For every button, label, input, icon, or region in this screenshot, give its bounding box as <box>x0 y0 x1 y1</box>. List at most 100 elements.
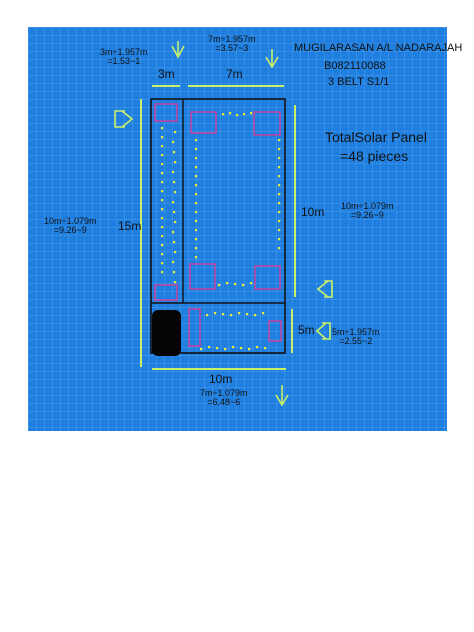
dim-lower-right-height: 5m <box>298 323 315 337</box>
panel-dot <box>195 247 198 250</box>
panel-dot <box>195 175 198 178</box>
panel-dot <box>226 282 229 285</box>
panel-dot <box>172 141 175 144</box>
panel-dot <box>195 139 198 142</box>
panel-dot <box>234 283 237 286</box>
panel-dot <box>161 127 164 130</box>
panel-dot <box>278 229 281 232</box>
header-section: 3 BELT S1/1 <box>328 76 390 88</box>
panel-dot <box>250 282 253 285</box>
shaded-block <box>152 310 181 356</box>
calc-bottom-line1: 7m÷1.079m <box>200 388 248 398</box>
calc-5m-line1: 5m÷1.957m <box>332 327 380 337</box>
panel-dot <box>224 348 227 351</box>
panel-dot <box>161 145 164 148</box>
panel-dot <box>173 181 176 184</box>
panel-dot <box>195 238 198 241</box>
column-box-7 <box>188 308 201 347</box>
calc-5m-line2: =2.55~2 <box>339 336 373 347</box>
panel-dot <box>278 220 281 223</box>
panel-dot <box>278 148 281 151</box>
panel-dot <box>195 166 198 169</box>
dim-top-right-width: 7m <box>226 67 243 81</box>
column-box-8 <box>268 320 282 342</box>
panel-dot <box>174 191 177 194</box>
panel-dot <box>172 201 175 204</box>
arrow-right-2 <box>315 322 331 340</box>
panel-dot <box>278 202 281 205</box>
panel-dot <box>248 348 251 351</box>
panel-dot <box>278 193 281 196</box>
header-name: MUGILARASAN A/L NADARAJAH <box>294 42 463 54</box>
panel-dot <box>278 157 281 160</box>
calc-left-line2: =9.26~9 <box>53 225 87 236</box>
panel-dot <box>278 211 281 214</box>
panel-dot <box>195 220 198 223</box>
calc-3m-line2: =1.53~1 <box>107 56 141 67</box>
panel-dot <box>254 314 257 317</box>
panel-dot <box>161 208 164 211</box>
panel-dot <box>161 235 164 238</box>
panel-dot <box>161 136 164 139</box>
panel-dot <box>161 199 164 202</box>
panel-dot <box>195 202 198 205</box>
panel-dot <box>161 217 164 220</box>
diagram-canvas: MUGILARASAN A/L NADARAJAH B082110088 3 B… <box>28 27 462 431</box>
panel-dot <box>236 114 239 117</box>
calc-7m-line2: =3.57~3 <box>215 43 249 54</box>
panel-dot <box>246 313 249 316</box>
dim-left-height: 15m <box>118 219 142 233</box>
panel-dot <box>278 247 281 250</box>
panel-dot <box>173 211 176 214</box>
panel-total-title: TotalSolar Panel <box>325 129 427 145</box>
panel-dot <box>243 113 246 116</box>
panel-dot <box>262 312 265 315</box>
panel-dot <box>174 131 177 134</box>
panel-dot <box>240 347 243 350</box>
panel-dot <box>174 251 177 254</box>
panel-dot <box>161 172 164 175</box>
panel-dot <box>230 314 233 317</box>
panel-dot <box>222 313 225 316</box>
arrow-right-1 <box>316 280 333 298</box>
panel-dot <box>195 148 198 151</box>
panel-dot <box>195 157 198 160</box>
panel-dot <box>256 346 259 349</box>
panel-dot <box>161 163 164 166</box>
panel-dot <box>206 314 209 317</box>
column-box-3 <box>190 111 217 134</box>
column-box-1 <box>154 103 178 122</box>
column-box-4 <box>253 111 281 136</box>
panel-dot <box>161 181 164 184</box>
panel-dot <box>200 348 203 351</box>
panel-dot <box>161 244 164 247</box>
arrow-left <box>114 110 134 128</box>
calc-right-line2: =9.26~9 <box>350 210 384 221</box>
calc-right: 10m÷1.079m =9.26~9 <box>341 201 394 221</box>
panel-dot <box>195 211 198 214</box>
panel-dot <box>278 166 281 169</box>
solar-panel-dots <box>161 112 281 351</box>
panel-dot <box>174 161 177 164</box>
calc-bottom-line2: =6.48~6 <box>207 397 241 408</box>
calc-7m-line1: 7m÷1.957m <box>208 34 256 44</box>
panel-dot <box>195 229 198 232</box>
calc-5m: 5m÷1.957m =2.55~2 <box>332 327 380 347</box>
panel-dot <box>242 284 245 287</box>
panel-dot <box>278 238 281 241</box>
panel-dot <box>172 231 175 234</box>
panel-dot <box>222 113 225 116</box>
calc-left-line1: 10m÷1.079m <box>44 216 97 226</box>
panel-dot <box>278 175 281 178</box>
panel-total-count: =48 pieces <box>340 148 409 164</box>
calc-right-line1: 10m÷1.079m <box>341 201 394 211</box>
panel-dot <box>161 226 164 229</box>
column-box-2 <box>154 284 178 301</box>
panel-dot <box>172 171 175 174</box>
panel-dot <box>161 271 164 274</box>
calc-left: 10m÷1.079m =9.26~9 <box>44 216 97 236</box>
roof-plan-drawing <box>114 41 333 407</box>
panel-dot <box>264 347 267 350</box>
building-outline <box>150 98 286 354</box>
panel-dot <box>195 256 198 259</box>
